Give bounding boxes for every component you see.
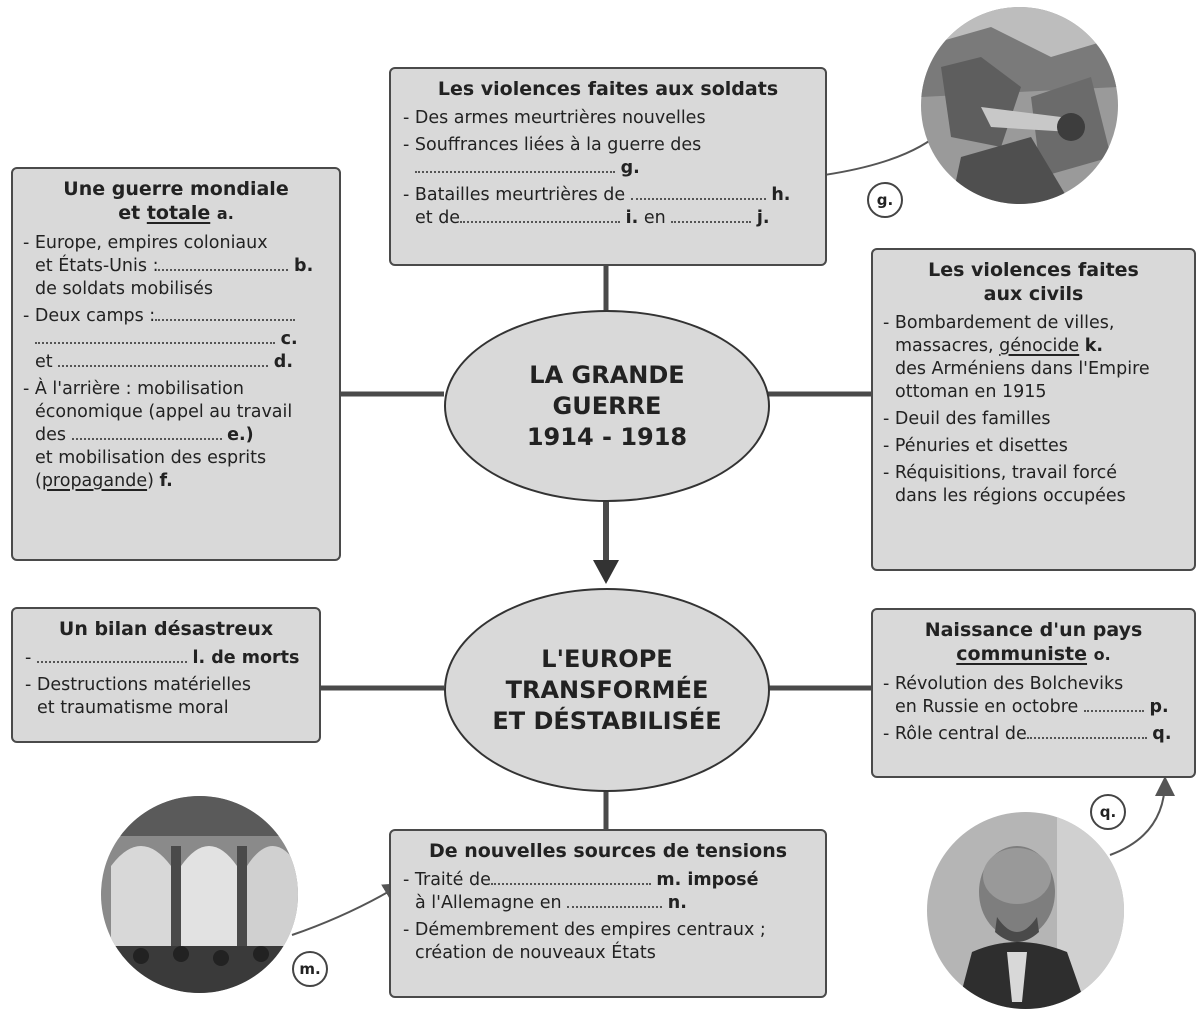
mondiale-item-europe: - Europe, empires coloniaux et États-Uni… bbox=[23, 233, 314, 299]
letter-q: q. bbox=[1152, 724, 1172, 744]
letter-b: b. bbox=[294, 256, 314, 276]
soldats-item-armes: - Des armes meurtrières nouvelles bbox=[403, 108, 706, 128]
europe-line1: L'EUROPE bbox=[541, 644, 673, 673]
civils-title: Les violences faites aux civils bbox=[928, 259, 1139, 305]
letter-i: i. bbox=[625, 208, 639, 228]
tensions-item-demembrement: - Démembrement des empires centraux ; cr… bbox=[403, 920, 766, 963]
word-totale: totale bbox=[146, 202, 211, 224]
communiste-item-role: - Rôle central de q. bbox=[883, 724, 1172, 744]
letter-c: c. bbox=[280, 329, 298, 349]
letter-m: m. imposé bbox=[656, 870, 759, 890]
photo-lenine bbox=[927, 812, 1124, 1009]
letter-n: n. bbox=[667, 893, 687, 913]
letter-g: g. bbox=[620, 158, 640, 178]
label-q: q. bbox=[1090, 794, 1126, 830]
word-communiste: communiste bbox=[956, 643, 1088, 665]
soldats-item-batailles: - Batailles meurtrières de h. et de i. e… bbox=[403, 185, 791, 228]
bilan-item-morts: - l. de morts bbox=[25, 648, 300, 668]
central-ellipse-grande-guerre: LA GRANDE GUERRE 1914 - 1918 bbox=[444, 310, 770, 502]
tensions-item-traite: - Traité de m. imposé à l'Allemagne en n… bbox=[403, 870, 759, 913]
letter-d: d. bbox=[273, 352, 293, 372]
box-bilan-desastreux: Un bilan désastreux - l. de morts - Dest… bbox=[11, 607, 321, 743]
letter-l: l. de morts bbox=[192, 648, 300, 668]
trench-photo-illustration bbox=[921, 7, 1118, 204]
tensions-title: De nouvelles sources de tensions bbox=[428, 840, 788, 862]
letter-k: k. bbox=[1084, 336, 1104, 356]
word-propagande: propagande bbox=[41, 471, 148, 491]
letter-o: o. bbox=[1093, 645, 1111, 664]
versailles-photo-illustration bbox=[101, 796, 298, 993]
arrow-photo-q bbox=[1109, 776, 1175, 856]
europe-line3: ET DÉSTABILISÉE bbox=[492, 706, 722, 735]
bilan-item-destructions: - Destructions matérielles et traumatism… bbox=[25, 675, 252, 718]
box-sources-tensions: De nouvelles sources de tensions - Trait… bbox=[389, 829, 827, 998]
bilan-title: Un bilan désastreux bbox=[58, 618, 274, 640]
civils-item-deuil: - Deuil des familles bbox=[883, 409, 1051, 429]
lenin-portrait-illustration bbox=[927, 812, 1124, 1009]
photo-tranchee-soldats bbox=[921, 7, 1118, 204]
civils-item-bombardement: - Bombardement de villes, massacres, gén… bbox=[883, 313, 1150, 402]
communiste-title: Naissance d'un pays communiste o. bbox=[924, 619, 1143, 665]
box-guerre-mondiale: Une guerre mondiale et totale a. - Europ… bbox=[11, 167, 341, 561]
soldats-item-souffrances: - Souffrances liées à la guerre des g. bbox=[403, 135, 702, 178]
letter-h: h. bbox=[771, 185, 791, 205]
grande-guerre-line1: LA GRANDE bbox=[529, 360, 685, 389]
box-pays-communiste: Naissance d'un pays communiste o. - Révo… bbox=[871, 608, 1196, 778]
mondiale-title: Une guerre mondiale et totale a. bbox=[63, 178, 289, 224]
photo-galerie-des-glaces bbox=[101, 796, 298, 993]
letter-a: a. bbox=[216, 204, 234, 223]
label-g: g. bbox=[867, 182, 903, 218]
civils-item-requisitions: - Réquisitions, travail forcé dans les r… bbox=[883, 463, 1126, 506]
letter-f: f. bbox=[159, 471, 173, 491]
letter-j: j. bbox=[756, 208, 770, 228]
letter-e: e.) bbox=[227, 425, 254, 445]
label-m: m. bbox=[292, 951, 328, 987]
grande-guerre-line2: GUERRE bbox=[552, 391, 662, 420]
mondiale-item-arriere: - À l'arrière : mobilisation économique … bbox=[23, 379, 293, 491]
mondiale-item-camps: - Deux camps : c. et d. bbox=[23, 306, 298, 372]
central-ellipse-europe-transformee: L'EUROPE TRANSFORMÉE ET DÉSTABILISÉE bbox=[444, 588, 770, 792]
letter-p: p. bbox=[1149, 697, 1169, 717]
soldats-title: Les violences faites aux soldats bbox=[437, 78, 779, 100]
communiste-item-revolution: - Révolution des Bolcheviks en Russie en… bbox=[883, 674, 1169, 717]
grande-guerre-dates: 1914 - 1918 bbox=[526, 422, 688, 451]
europe-line2: TRANSFORMÉE bbox=[505, 675, 709, 704]
arrow-photo-m bbox=[291, 882, 404, 936]
arrow-head-center bbox=[593, 560, 619, 584]
box-violences-civils: Les violences faites aux civils - Bombar… bbox=[871, 248, 1196, 571]
civils-item-penuries: - Pénuries et disettes bbox=[883, 436, 1068, 456]
box-violences-soldats: Les violences faites aux soldats - Des a… bbox=[389, 67, 827, 266]
word-genocide: génocide bbox=[999, 336, 1080, 356]
